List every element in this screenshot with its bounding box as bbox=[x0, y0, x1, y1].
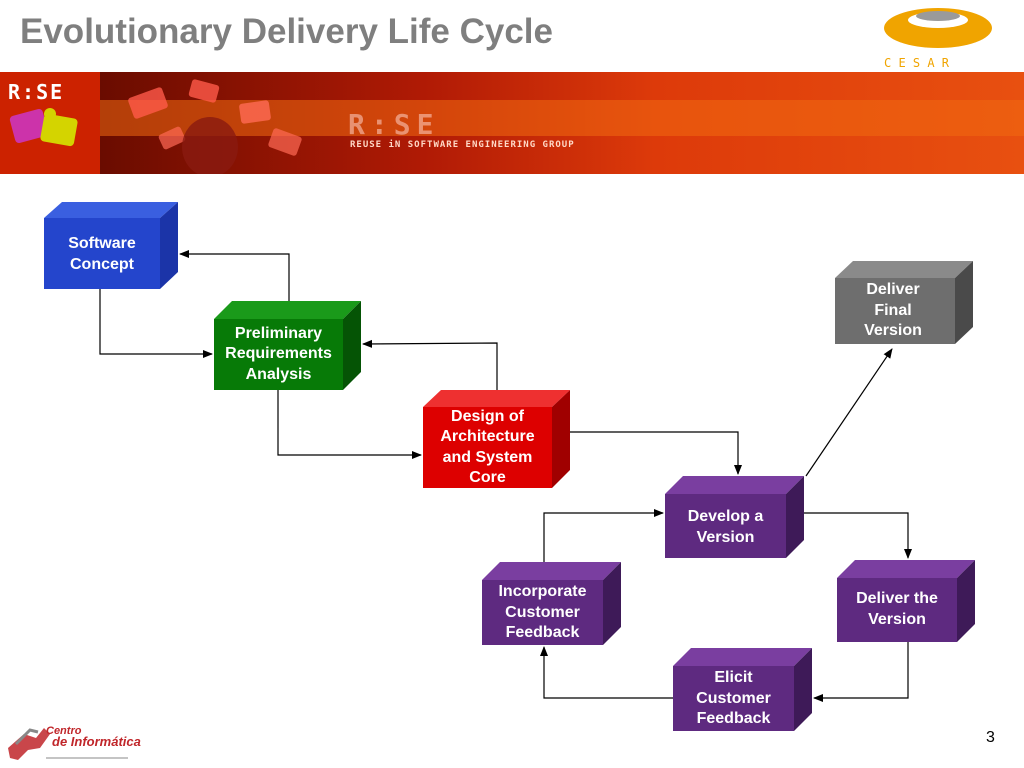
banner-tagline: REUSE iN SOFTWARE ENGINEERING GROUP bbox=[350, 140, 575, 150]
label-incorporate-feedback: Incorporate Customer Feedback bbox=[498, 583, 587, 641]
arrow-incorporate-to-develop bbox=[543, 509, 664, 562]
arrow-concept-to-requirements bbox=[99, 289, 213, 358]
label-deliver-the-version: Deliver the Version bbox=[856, 590, 938, 628]
centro-informatica-logo bbox=[8, 728, 128, 760]
arrow-develop-to-deliver bbox=[804, 512, 912, 559]
box-develop-version bbox=[665, 476, 804, 558]
label-software-concept: Software Concept bbox=[68, 235, 136, 273]
box-preliminary-requirements bbox=[214, 301, 361, 390]
arrow-elicit-to-incorporate bbox=[540, 646, 673, 699]
box-elicit-feedback bbox=[673, 648, 812, 731]
arrow-design-to-requirements bbox=[362, 339, 498, 390]
cesar-logo-text: C E S A R bbox=[884, 56, 950, 70]
rise-banner bbox=[0, 72, 1024, 174]
arrow-requirements-to-concept bbox=[179, 250, 290, 301]
label-preliminary-requirements: Preliminary Requirements Analysis bbox=[225, 324, 332, 383]
label-elicit-feedback: Elicit Customer Feedback bbox=[696, 669, 771, 727]
box-deliver-final-version bbox=[835, 261, 973, 344]
footer-logo-line2: de Informática bbox=[52, 734, 141, 749]
cesar-logo bbox=[884, 8, 992, 48]
page-number: 3 bbox=[986, 729, 995, 746]
footer-logo-line1: Centro bbox=[46, 725, 82, 737]
label-deliver-final-version: Deliver Final Version bbox=[864, 281, 922, 339]
box-software-concept bbox=[44, 202, 178, 289]
arrow-develop-to-final bbox=[805, 348, 893, 477]
arrow-deliver-to-elicit bbox=[813, 642, 909, 702]
box-deliver-the-version bbox=[837, 560, 975, 642]
label-develop-version: Develop a Version bbox=[687, 508, 764, 546]
box-design-architecture bbox=[423, 390, 570, 488]
rise-logo-text: R:SE bbox=[8, 80, 65, 104]
box-incorporate-feedback bbox=[482, 562, 621, 645]
page-title: Evolutionary Delivery Life Cycle bbox=[20, 12, 553, 51]
label-design-architecture: Design of Architecture and System Core bbox=[440, 407, 535, 487]
arrow-design-to-develop bbox=[570, 431, 742, 475]
banner-brand-text: R:SE bbox=[348, 108, 440, 141]
arrow-requirements-to-design bbox=[277, 390, 422, 459]
